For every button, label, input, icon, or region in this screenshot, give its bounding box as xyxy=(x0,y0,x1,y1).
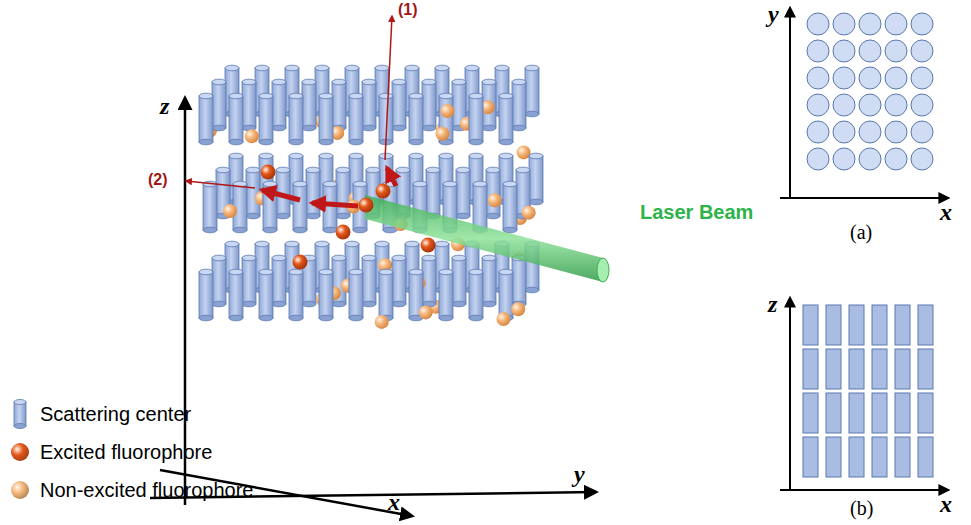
scattering-cylinder xyxy=(229,269,243,321)
scattering-cylinder xyxy=(289,269,303,321)
scattering-cylinder xyxy=(482,255,496,307)
scattering-cylinder xyxy=(392,255,406,307)
excited-fluorophore xyxy=(421,238,436,253)
scattering-cylinder xyxy=(362,79,376,131)
excited-fluorophore xyxy=(359,198,374,213)
main-axes xyxy=(150,98,596,516)
fluorophore xyxy=(440,104,454,118)
scattering-cylinder xyxy=(323,181,337,233)
callout-number: (1) xyxy=(398,0,418,19)
fluorophore xyxy=(436,127,450,141)
scattering-cylinder xyxy=(242,255,256,307)
scattering-cylinder xyxy=(289,93,303,145)
fluorophore xyxy=(496,312,510,326)
excited-fluorophore xyxy=(376,184,391,199)
scattering-cylinder xyxy=(259,93,273,145)
scattering-cylinder xyxy=(503,181,517,233)
scattering-cylinder xyxy=(332,79,346,131)
scattering-cylinder xyxy=(525,65,539,117)
scattering-cylinder xyxy=(212,255,226,307)
laser-beam xyxy=(365,195,609,282)
legend-swatch xyxy=(8,474,32,506)
axis-label: x xyxy=(388,488,400,517)
scattering-cylinder xyxy=(512,255,526,307)
fluorophore xyxy=(511,302,525,316)
axis-label: x xyxy=(940,198,952,227)
excited-fluorophore xyxy=(261,165,276,180)
scattering-cylinder xyxy=(439,269,453,321)
scattering-cylinder xyxy=(422,79,436,131)
scattering-cylinder xyxy=(272,79,286,131)
panel-label: (b) xyxy=(850,496,873,520)
axis-label: x xyxy=(940,490,952,519)
legend-swatch xyxy=(8,436,32,468)
excited-fluorophore xyxy=(336,225,351,240)
axis-label: z xyxy=(768,290,777,319)
scattering-cylinder xyxy=(199,269,213,321)
fluorophore xyxy=(488,193,502,207)
scattering-cylinder xyxy=(529,153,543,205)
scattering-cylinder xyxy=(229,93,243,145)
legend-entry: Excited fluorophore xyxy=(8,436,212,468)
callout-number: (2) xyxy=(148,170,168,189)
fluorophore xyxy=(419,305,433,319)
inset-top-view xyxy=(780,8,948,198)
panel-label: (a) xyxy=(850,220,872,244)
excited-fluorophore xyxy=(293,255,308,270)
scattering-cylinder xyxy=(319,93,333,145)
fluorophore xyxy=(522,206,536,220)
legend-label: Non-excited fluorophore xyxy=(40,479,253,502)
scattering-cylinder xyxy=(306,167,320,219)
scattering-cylinder xyxy=(212,79,226,131)
scattering-cylinder xyxy=(203,181,217,233)
legend-entry: Scattering center xyxy=(8,398,191,430)
legend-swatch xyxy=(8,398,32,430)
beam-label: Laser Beam xyxy=(640,200,753,224)
fluorophore xyxy=(223,204,237,218)
fluorophore xyxy=(375,315,389,329)
legend-label: Excited fluorophore xyxy=(40,441,212,464)
scattering-cylinder xyxy=(349,93,363,145)
scattering-cylinder xyxy=(242,79,256,131)
excited-fluorophores xyxy=(261,165,436,270)
axis-label: y xyxy=(574,460,585,489)
scattering-cylinder xyxy=(379,269,393,321)
emission-paths xyxy=(186,16,396,206)
scattering-cylinder xyxy=(319,269,333,321)
scattering-cylinder xyxy=(293,181,307,233)
scattering-cylinder xyxy=(512,79,526,131)
axis-label: y xyxy=(768,0,779,29)
scattering-cylinder xyxy=(409,93,423,145)
scattering-cylinder xyxy=(469,269,483,321)
scattering-cylinder xyxy=(486,167,500,219)
scattering-cylinder xyxy=(199,93,213,145)
fluorophore xyxy=(245,129,259,143)
legend-entry: Non-excited fluorophore xyxy=(8,474,253,506)
scattering-cylinder xyxy=(349,269,363,321)
scattering-cylinder xyxy=(272,255,286,307)
scattering-cylinder xyxy=(499,93,513,145)
fluorophore xyxy=(517,145,531,159)
scattering-cylinder xyxy=(452,255,466,307)
legend-label: Scattering center xyxy=(40,403,191,426)
scattering-cylinder xyxy=(302,79,316,131)
scattering-cylinder xyxy=(426,167,440,219)
scattering-cylinder xyxy=(259,269,273,321)
scattering-cylinder xyxy=(469,93,483,145)
scattering-cylinder xyxy=(362,255,376,307)
scattering-cylinder xyxy=(456,167,470,219)
scattering-cylinder xyxy=(392,79,406,131)
axis-label: z xyxy=(160,92,169,121)
inset-side-view xyxy=(780,298,948,490)
